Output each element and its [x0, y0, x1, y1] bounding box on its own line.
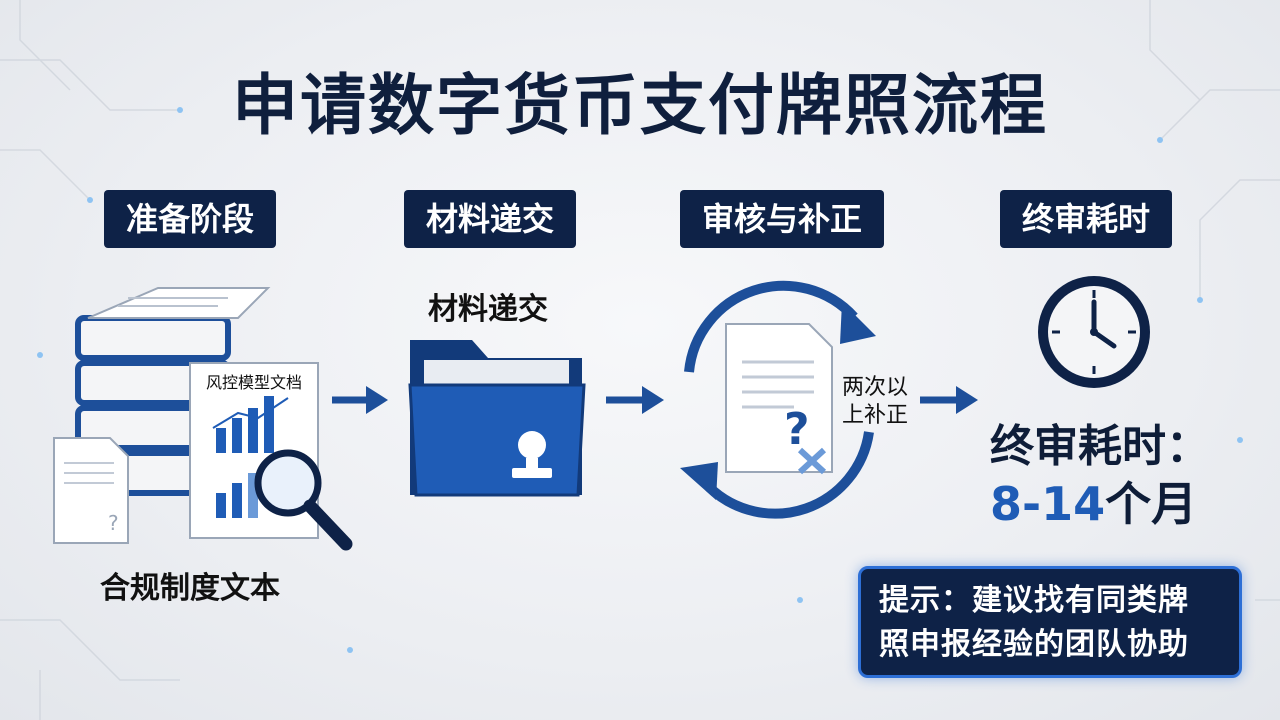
preparation-illustration: ? 风控模型文档 — [53, 287, 353, 551]
clock-icon — [1038, 276, 1150, 388]
stage-label-prepare: 准备阶段 — [104, 190, 277, 248]
svg-text:?: ? — [784, 404, 810, 455]
tip-line2: 照申报经验的团队协助 — [879, 627, 1189, 662]
flow-arrow-3 — [920, 386, 978, 414]
magnifier-icon — [254, 449, 353, 551]
folder-icon — [408, 340, 586, 497]
page-title: 申请数字货币支付牌照流程 — [232, 67, 1048, 144]
cycle-arrows-icon: ? — [680, 280, 876, 519]
final-review-duration-value: 8-14个月 — [990, 468, 1210, 534]
final-review-duration-title: 终审耗时： — [990, 421, 1210, 472]
stage-label-review: 审核与补正 — [680, 190, 885, 248]
caption-submit-materials: 材料递交 — [428, 292, 548, 327]
svg-text:?: ? — [108, 511, 119, 535]
question-small-document-icon: ? — [53, 437, 129, 544]
doc-label: 风控模型文档 — [206, 373, 302, 392]
duration-unit: 个月 — [1105, 477, 1198, 531]
review-note: 两次以 上补正 — [842, 374, 908, 430]
stage-label-final: 终审耗时 — [1000, 190, 1173, 248]
seal-icon — [512, 431, 552, 478]
stage-label-submit: 材料递交 — [404, 190, 577, 248]
flow-arrow-2 — [606, 386, 664, 414]
flow-arrow-1 — [332, 386, 388, 414]
review-note-line1: 两次以 — [842, 375, 909, 400]
review-note-line2: 上补正 — [842, 403, 909, 428]
tip-line1: 提示：建议找有同类牌 — [879, 583, 1189, 618]
caption-compliance-docs: 合规制度文本 — [100, 571, 280, 606]
duration-number: 8-14 — [990, 477, 1106, 531]
tip-box: 提示：建议找有同类牌 照申报经验的团队协助 — [858, 566, 1242, 678]
question-document-icon: ? — [725, 323, 833, 475]
